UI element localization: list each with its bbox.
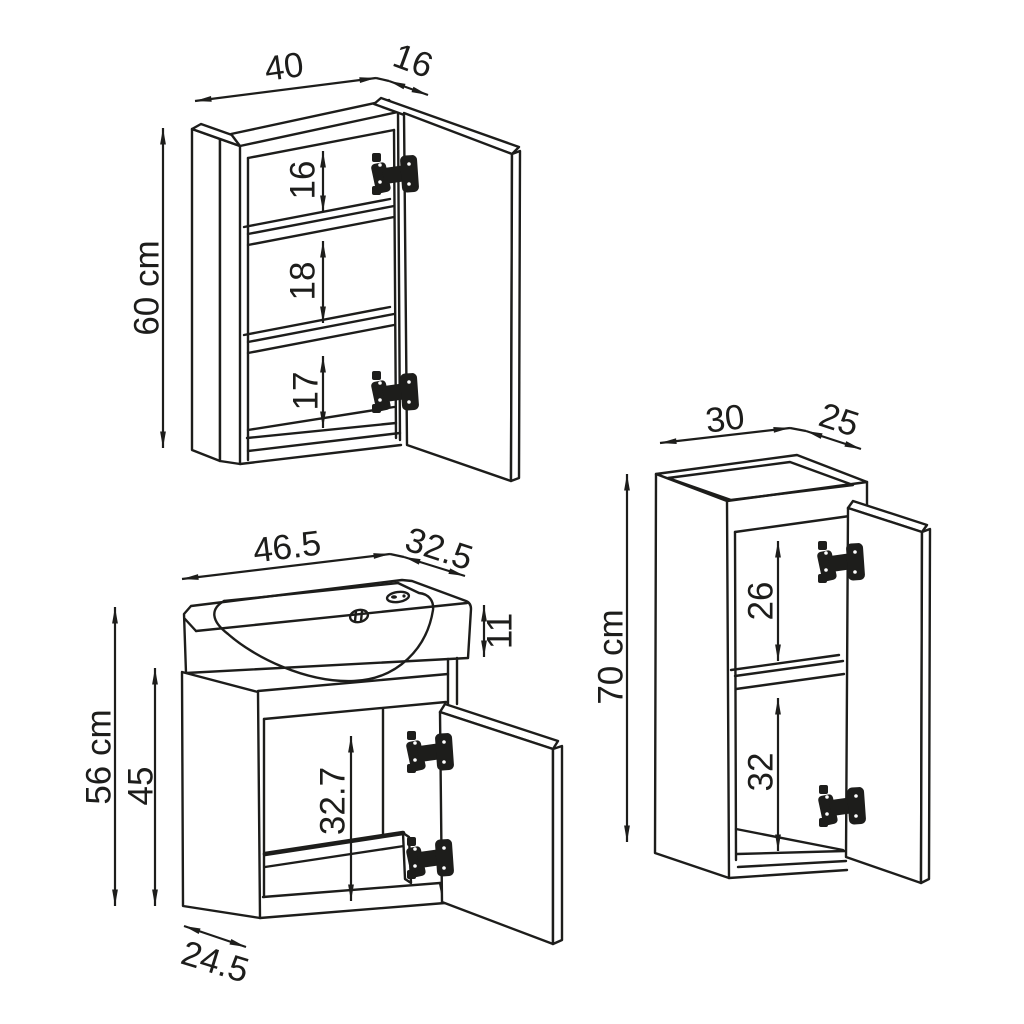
hinge-icon [406,837,454,879]
mirror-cabinet-top-panel [229,98,400,148]
mirror-cabinet: 40 16 60 cm 16 18 17 [128,36,522,483]
vanity-depth-label: 32.5 [401,520,478,578]
mirror-cabinet-dimensions: 40 16 60 cm 16 18 17 [128,36,438,448]
mirror-height-label: 60 cm [128,240,167,335]
sink-basin-bowl [213,581,435,683]
overflow-hole-icon [348,608,370,624]
mirror-cabinet-left-panel [190,127,222,463]
vanity-door-panel [438,710,555,946]
sink-body [182,578,473,675]
mirror-depth-label: 16 [388,36,438,86]
vanity-cabinet: 46.5 32.5 56 cm 45 11 32.7 24.5 [80,520,564,991]
vanity-left-panel [180,670,262,920]
side-compartment-label: 26 [742,582,781,621]
vanity-sink [182,578,473,683]
vanity-bottom-depth-label: 24.5 [177,933,254,990]
mirror-width-label: 40 [262,45,306,89]
side-height-label: 70 cm [592,609,631,704]
faucet-hole-icon [385,590,411,604]
vanity-compartment-label: 32.7 [314,767,353,835]
depth-dimension-arrow [388,79,429,97]
hinge-icon [817,541,865,583]
side-compartment-label: 32 [742,753,781,792]
side-cabinet: 30 25 70 cm 26 32 [592,395,932,885]
vanity-door [438,702,564,946]
width-dimension-arrow [181,552,391,581]
vanity-body [180,656,459,920]
hinge-icon [406,731,454,773]
mirror-cabinet-shelves [242,197,402,453]
hinge-icon [818,785,866,827]
bottom-depth-dimension-arrow [183,924,247,949]
width-dimension-arrow [194,76,377,103]
vanity-slanted-panel [262,830,406,857]
width-dimension-arrow [659,426,791,445]
mirror-cabinet-door-panel [402,111,514,483]
depth-dimension-arrow [403,555,466,578]
vanity-height-label: 56 cm [80,709,119,804]
side-cabinet-left-panel [653,472,731,880]
basin-height-label: 11 [481,613,520,649]
hinge-icon [371,153,419,195]
vanity-width-label: 46.5 [251,523,323,570]
side-width-label: 30 [703,397,746,440]
mirror-compartment-label: 18 [284,262,323,301]
mirror-cabinet-door [372,96,522,483]
mirror-compartment-label: 16 [284,161,323,200]
side-cabinet-body [653,453,869,880]
hinge-icon [371,371,419,413]
depth-dimension-arrow [805,429,862,451]
mirror-compartment-label: 17 [287,372,326,411]
side-cabinet-door [844,499,932,885]
vanity-interior-height-label: 45 [122,767,161,806]
